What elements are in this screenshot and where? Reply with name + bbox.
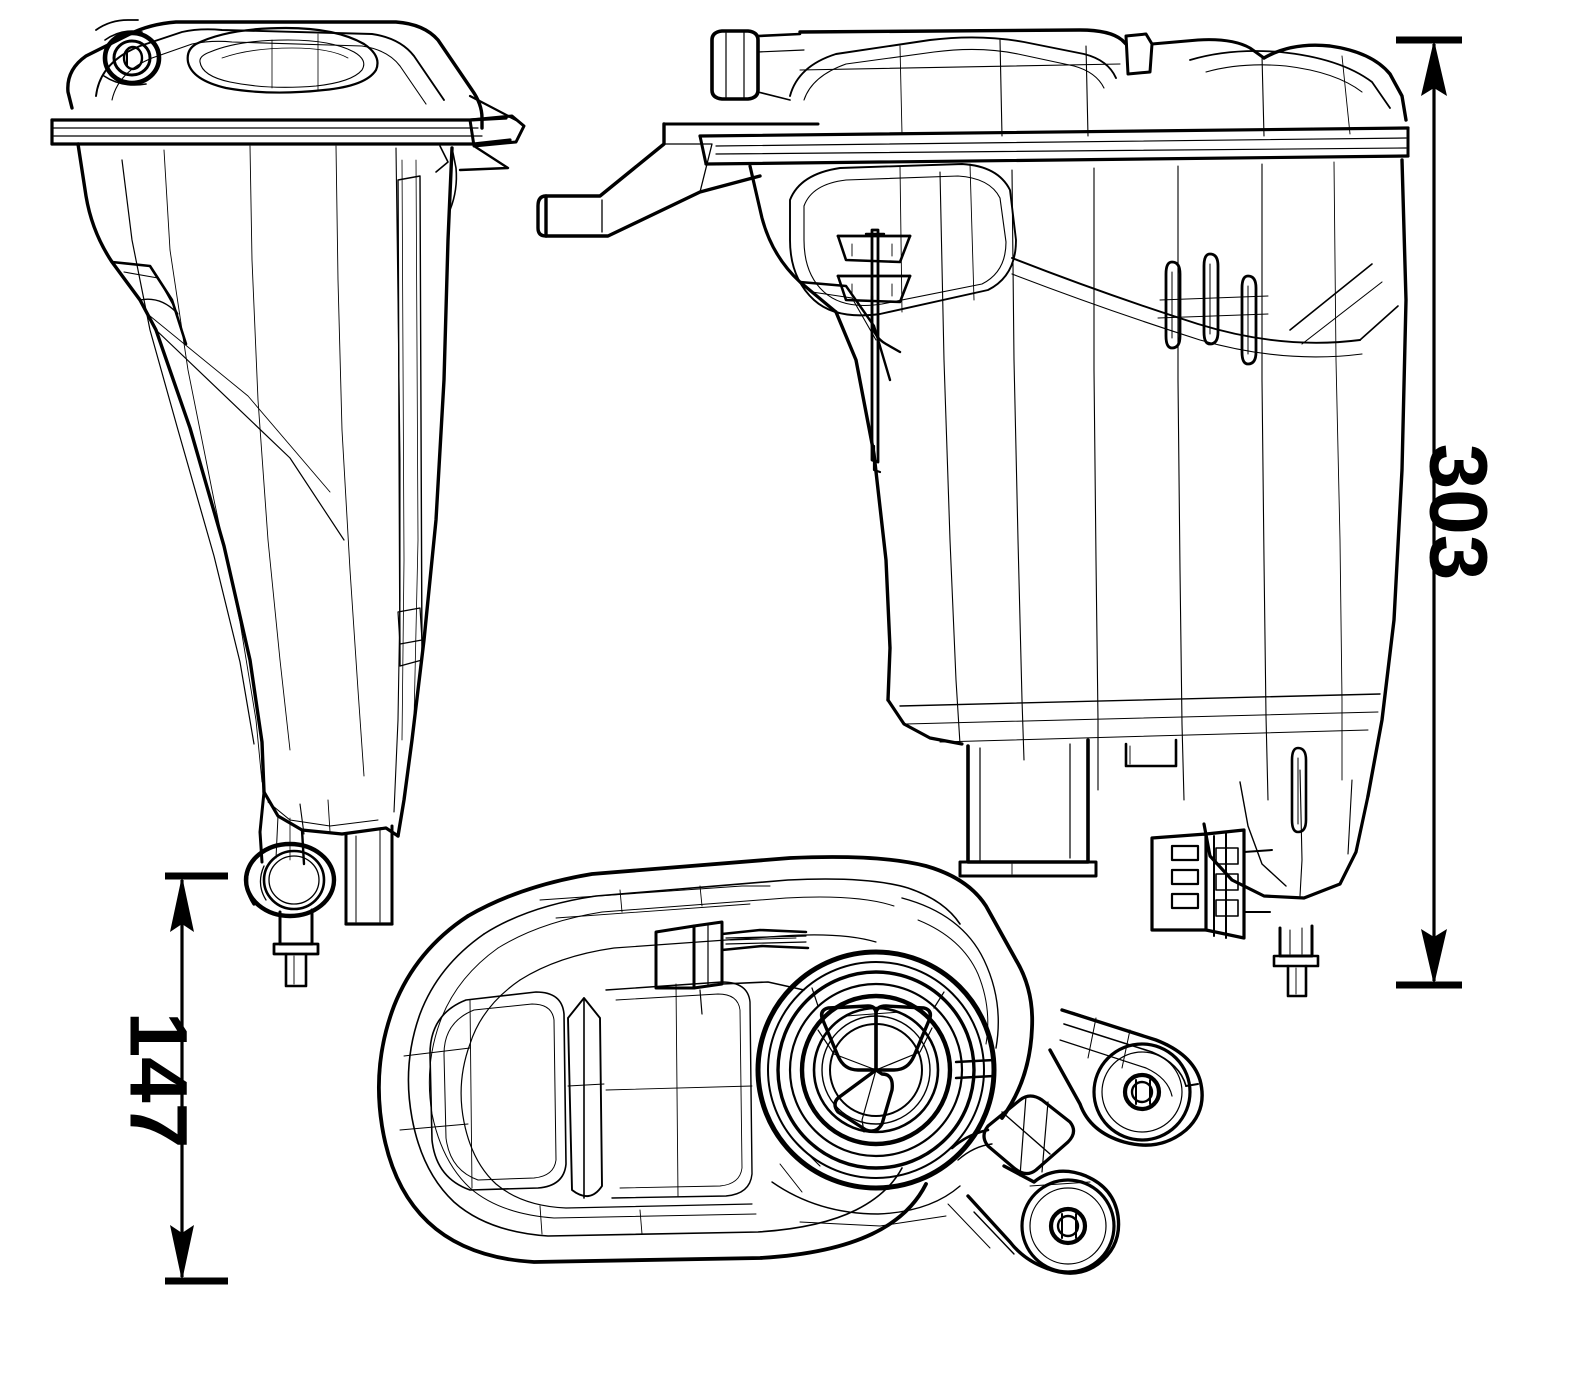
- dimension-height-lower: [165, 872, 228, 1285]
- dim-147-arrow-top: [170, 876, 194, 932]
- dim-303-arrow-top: [1421, 40, 1447, 96]
- dimension-height-overall: [1396, 36, 1462, 989]
- view-bottom-plan: [376, 855, 1204, 1275]
- view-right-side-elevation: [536, 28, 1410, 998]
- dim-303-arrow-bottom: [1421, 929, 1447, 985]
- view-left-side-elevation: [50, 19, 526, 988]
- dim-147-arrow-bottom: [170, 1225, 194, 1281]
- dim-303-label: 303: [1412, 444, 1503, 581]
- dim-147-label: 147: [112, 1012, 203, 1149]
